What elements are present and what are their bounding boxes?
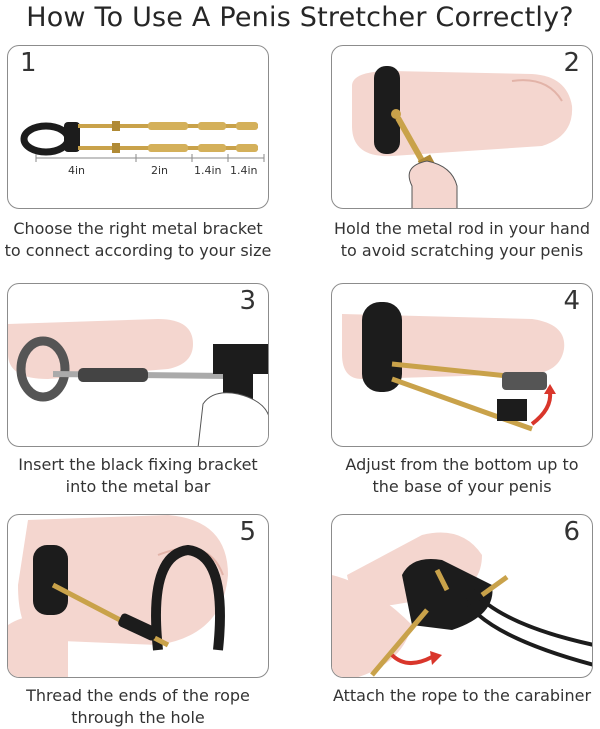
measure-1-4in-a: 1.4in <box>194 164 222 177</box>
measure-2in: 2in <box>151 164 168 177</box>
step-number: 3 <box>239 286 256 316</box>
step-1-caption: Choose the right metal bracket to connec… <box>4 219 272 260</box>
step-5-illustration <box>8 515 228 677</box>
step-2-caption: Hold the metal rod in your hand to avoid… <box>333 219 591 260</box>
step-5-caption: Thread the ends of the rope through the … <box>26 686 250 727</box>
step-number: 4 <box>563 286 580 316</box>
step-2-panel: 2 <box>331 45 593 209</box>
step-5-panel: 5 <box>7 514 269 678</box>
measure-1-4in-b: 1.4in <box>230 164 258 177</box>
step-3-panel: 3 <box>7 283 269 447</box>
lower-rod <box>78 143 258 153</box>
step-2-illustration <box>352 66 573 208</box>
step-6-caption: Attach the rope to the carabiner <box>332 686 592 705</box>
step-number: 2 <box>563 48 580 78</box>
upper-rod <box>78 121 258 131</box>
step-1-panel: 1 4in 2in 1.4in 1.4in <box>7 45 269 209</box>
step-3-illustration <box>8 319 268 446</box>
step-number: 5 <box>239 517 256 547</box>
step-6-panel: 6 <box>331 514 593 678</box>
step-number: 6 <box>563 517 580 547</box>
page-title: How To Use A Penis Stretcher Correctly? <box>26 2 574 33</box>
step-4-caption: Adjust from the bottom up to the base of… <box>345 455 579 496</box>
step-6-illustration <box>332 532 592 677</box>
step-1-illustration: 4in 2in 1.4in 1.4in <box>20 121 265 177</box>
step-4-illustration <box>342 302 565 432</box>
measure-4in: 4in <box>68 164 85 177</box>
step-4-panel: 4 <box>331 283 593 447</box>
step-number: 1 <box>20 48 37 78</box>
step-3-caption: Insert the black fixing bracket into the… <box>18 455 258 496</box>
